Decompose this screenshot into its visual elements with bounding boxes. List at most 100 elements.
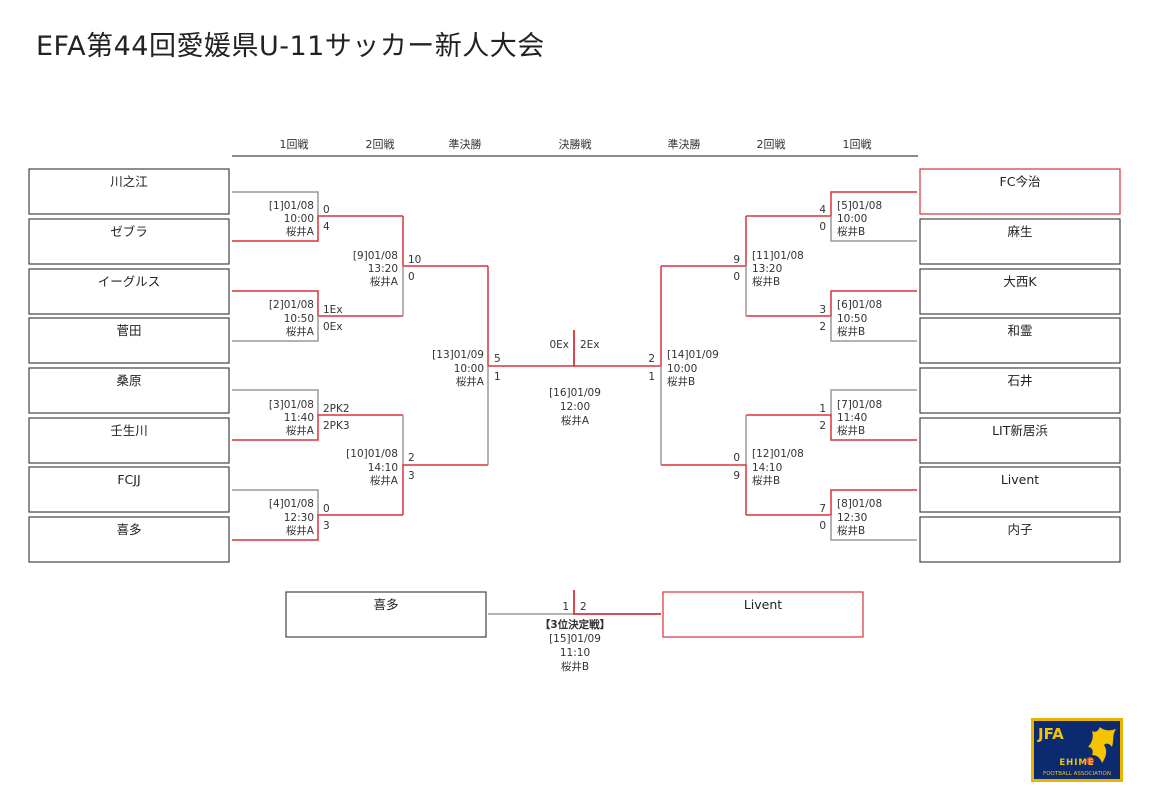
logo-fa-text: FOOTBALL ASSOCIATION [1043, 771, 1111, 777]
match-time: 11:40 [284, 412, 314, 424]
bracket-line [830, 515, 917, 541]
match-time: 10:50 [284, 313, 314, 325]
score-top: 7 [819, 503, 826, 515]
team-box [28, 218, 230, 265]
score-bottom: 4 [323, 221, 330, 233]
match-venue: 桜井A [456, 375, 485, 388]
round-label-final: 決勝戦 [559, 137, 592, 151]
page-title: EFA第44回愛媛県U-11サッカー新人大会 [36, 31, 545, 62]
bracket-line-win [232, 215, 403, 242]
team-name: 石井 [1007, 373, 1032, 388]
score-bottom: 1 [494, 371, 501, 383]
match-time: 12:30 [837, 512, 867, 524]
match-time: 10:00 [284, 213, 314, 225]
team-name: 内子 [1007, 522, 1032, 537]
match-number: [15]01/09 [549, 633, 601, 645]
match-venue: 桜井A [561, 414, 590, 427]
score-top: 1Ex [323, 304, 343, 316]
score-bottom: 1 [648, 371, 655, 383]
score-bottom: 0 [819, 221, 826, 233]
score-bottom: 9 [733, 470, 740, 482]
team-box [28, 268, 230, 315]
team-name: 和霊 [1007, 323, 1032, 338]
score-right: 2 [580, 601, 587, 613]
team-name: 川之江 [110, 174, 148, 189]
team-box [919, 367, 1121, 414]
right-teams: FC今治 麻生 大西K 和霊 石井 LIT新居浜 Livent 内子 [919, 168, 1121, 563]
team-box [285, 591, 487, 638]
bracket-line [232, 389, 319, 415]
bracket-line-win [574, 266, 662, 367]
match-number: [12]01/08 [752, 448, 804, 460]
bracket-line [830, 216, 917, 242]
bracket-line [830, 316, 917, 342]
match-time: 10:00 [837, 213, 867, 225]
match-number: [4]01/08 [269, 498, 314, 510]
match-venue: 桜井A [370, 474, 399, 487]
score-top: 3 [819, 304, 826, 316]
score-bottom: 0 [733, 271, 740, 283]
score-bottom: 2 [819, 321, 826, 333]
final-score-left: 0Ex [549, 339, 569, 351]
team-box [919, 466, 1121, 513]
match-time: 14:10 [368, 462, 398, 474]
match-time: 12:00 [560, 401, 590, 413]
match-number: [11]01/08 [752, 250, 804, 262]
team-name: 菅田 [116, 323, 141, 338]
team-box [919, 317, 1121, 364]
team-box [919, 516, 1121, 563]
match-number: [7]01/08 [837, 399, 882, 411]
logo-jfa-text: JFA [1038, 725, 1064, 743]
match-venue: 桜井B [837, 325, 865, 338]
team-box [919, 268, 1121, 315]
match-venue: 桜井B [561, 660, 589, 673]
team-name: 麻生 [1007, 224, 1032, 239]
team-name: FCJJ [117, 472, 140, 487]
score-top: 10 [408, 254, 421, 266]
match-venue: 桜井B [837, 524, 865, 537]
match-venue: 桜井A [286, 225, 315, 238]
right-bracket-lines [574, 191, 917, 541]
team-name: 大西K [1003, 274, 1037, 289]
score-top: 2 [648, 353, 655, 365]
third-place-label: 【3位決定戦】 [540, 618, 610, 631]
team-name: ゼブラ [110, 224, 148, 239]
bracket-line-win [661, 464, 747, 515]
match-number: [13]01/09 [432, 349, 484, 361]
score-bottom: 2PK3 [323, 420, 350, 432]
team-name: Livent [1001, 472, 1039, 487]
bracket-line-win [487, 266, 574, 367]
bracket-line [232, 489, 319, 515]
team-box [919, 218, 1121, 265]
match-number: [9]01/08 [353, 250, 398, 262]
left-bracket-lines [232, 191, 574, 541]
team-box [28, 466, 230, 513]
score-bottom: 0 [408, 271, 415, 283]
match-time: 12:30 [284, 512, 314, 524]
match-number: [2]01/08 [269, 299, 314, 311]
bracket-line [232, 316, 319, 342]
match-time: 10:50 [837, 313, 867, 325]
score-top: 0 [733, 452, 740, 464]
team-box [28, 417, 230, 464]
match-venue: 桜井B [752, 474, 780, 487]
score-bottom: 3 [323, 520, 330, 532]
team-name: イーグルス [98, 274, 161, 289]
round-label-l2: 2回戦 [366, 138, 395, 151]
team-name: 喜多 [373, 597, 398, 612]
left-teams: 川之江 ゼブラ イーグルス 菅田 桑原 壬生川 FCJJ 喜多 [28, 168, 230, 563]
left-match-info: [1]01/08 10:00 桜井A 0 4 [2]01/08 10:50 桜井… [269, 200, 501, 537]
match-number: [8]01/08 [837, 498, 882, 510]
match-number: [14]01/09 [667, 349, 719, 361]
match-venue: 桜井A [370, 275, 399, 288]
match-number: [1]01/08 [269, 200, 314, 212]
match-time: 10:00 [667, 363, 697, 375]
team-name: 壬生川 [110, 423, 148, 438]
team-box [28, 317, 230, 364]
bracket-line-win [746, 489, 917, 516]
score-top: 5 [494, 353, 501, 365]
jfa-ehime-logo: JFA EHIME FOOTBALL ASSOCIATION [1031, 718, 1123, 782]
match-number: [6]01/08 [837, 299, 882, 311]
round-label-r2: 2回戦 [757, 138, 786, 151]
